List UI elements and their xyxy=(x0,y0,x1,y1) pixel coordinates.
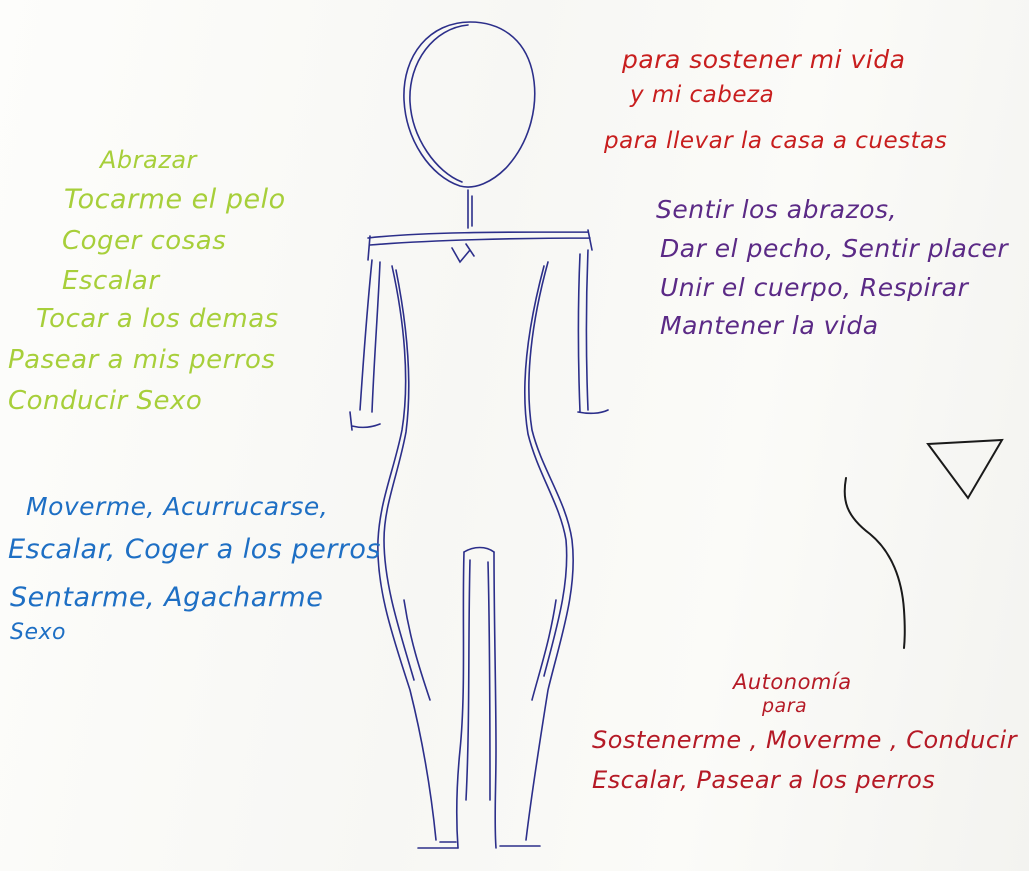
chest-note-line-4: Mantener la vida xyxy=(660,313,879,338)
arms-note-line-6: Pasear a mis perros xyxy=(8,347,275,373)
legs-note-line-2: Escalar, Coger a los perros xyxy=(8,536,381,563)
legs-note-line-3: Sentarme, Agacharme xyxy=(10,584,323,611)
feet xyxy=(418,842,540,848)
autonomy-note-line-4: Escalar, Pasear a los perros xyxy=(592,768,935,792)
legs-note-line-1: Moverme, Acurrucarse, xyxy=(26,494,328,519)
triangle-shape xyxy=(928,440,1002,498)
inner-leg-left xyxy=(457,552,464,848)
arms-note-line-1: Abrazar xyxy=(100,148,197,172)
chest-note-line-3: Unir el cuerpo, Respirar xyxy=(660,275,968,300)
arms-note-line-5: Tocar a los demas xyxy=(36,306,279,332)
autonomy-note-line-3: Sostenerme , Moverme , Conducir xyxy=(592,728,1017,752)
side-profile-curve xyxy=(845,478,905,648)
arms-note-line-4: Escalar xyxy=(62,268,160,294)
chest-note-line-1: Sentir los abrazos, xyxy=(656,197,897,222)
head-note-line-3: para llevar la casa a cuestas xyxy=(604,130,947,153)
left-arm xyxy=(350,260,380,430)
autonomy-note-line-2: para xyxy=(762,697,807,716)
arms-note-line-3: Coger cosas xyxy=(62,228,226,254)
head-outline xyxy=(404,22,535,187)
head-note-line-1: para sostener mi vida xyxy=(622,47,905,72)
legs-note-line-4: Sexo xyxy=(10,622,66,644)
head-note-line-2: y mi cabeza xyxy=(630,84,774,107)
autonomy-note-line-1: Autonomía xyxy=(733,672,852,693)
arms-note-line-7: Conducir Sexo xyxy=(8,388,202,414)
right-arm xyxy=(578,250,608,413)
neck xyxy=(468,190,472,228)
shoulders xyxy=(368,230,592,260)
chest-note-line-2: Dar el pecho, Sentir placer xyxy=(660,236,1008,261)
inner-leg-right xyxy=(494,552,496,848)
arms-note-line-2: Tocarme el pelo xyxy=(64,186,286,213)
